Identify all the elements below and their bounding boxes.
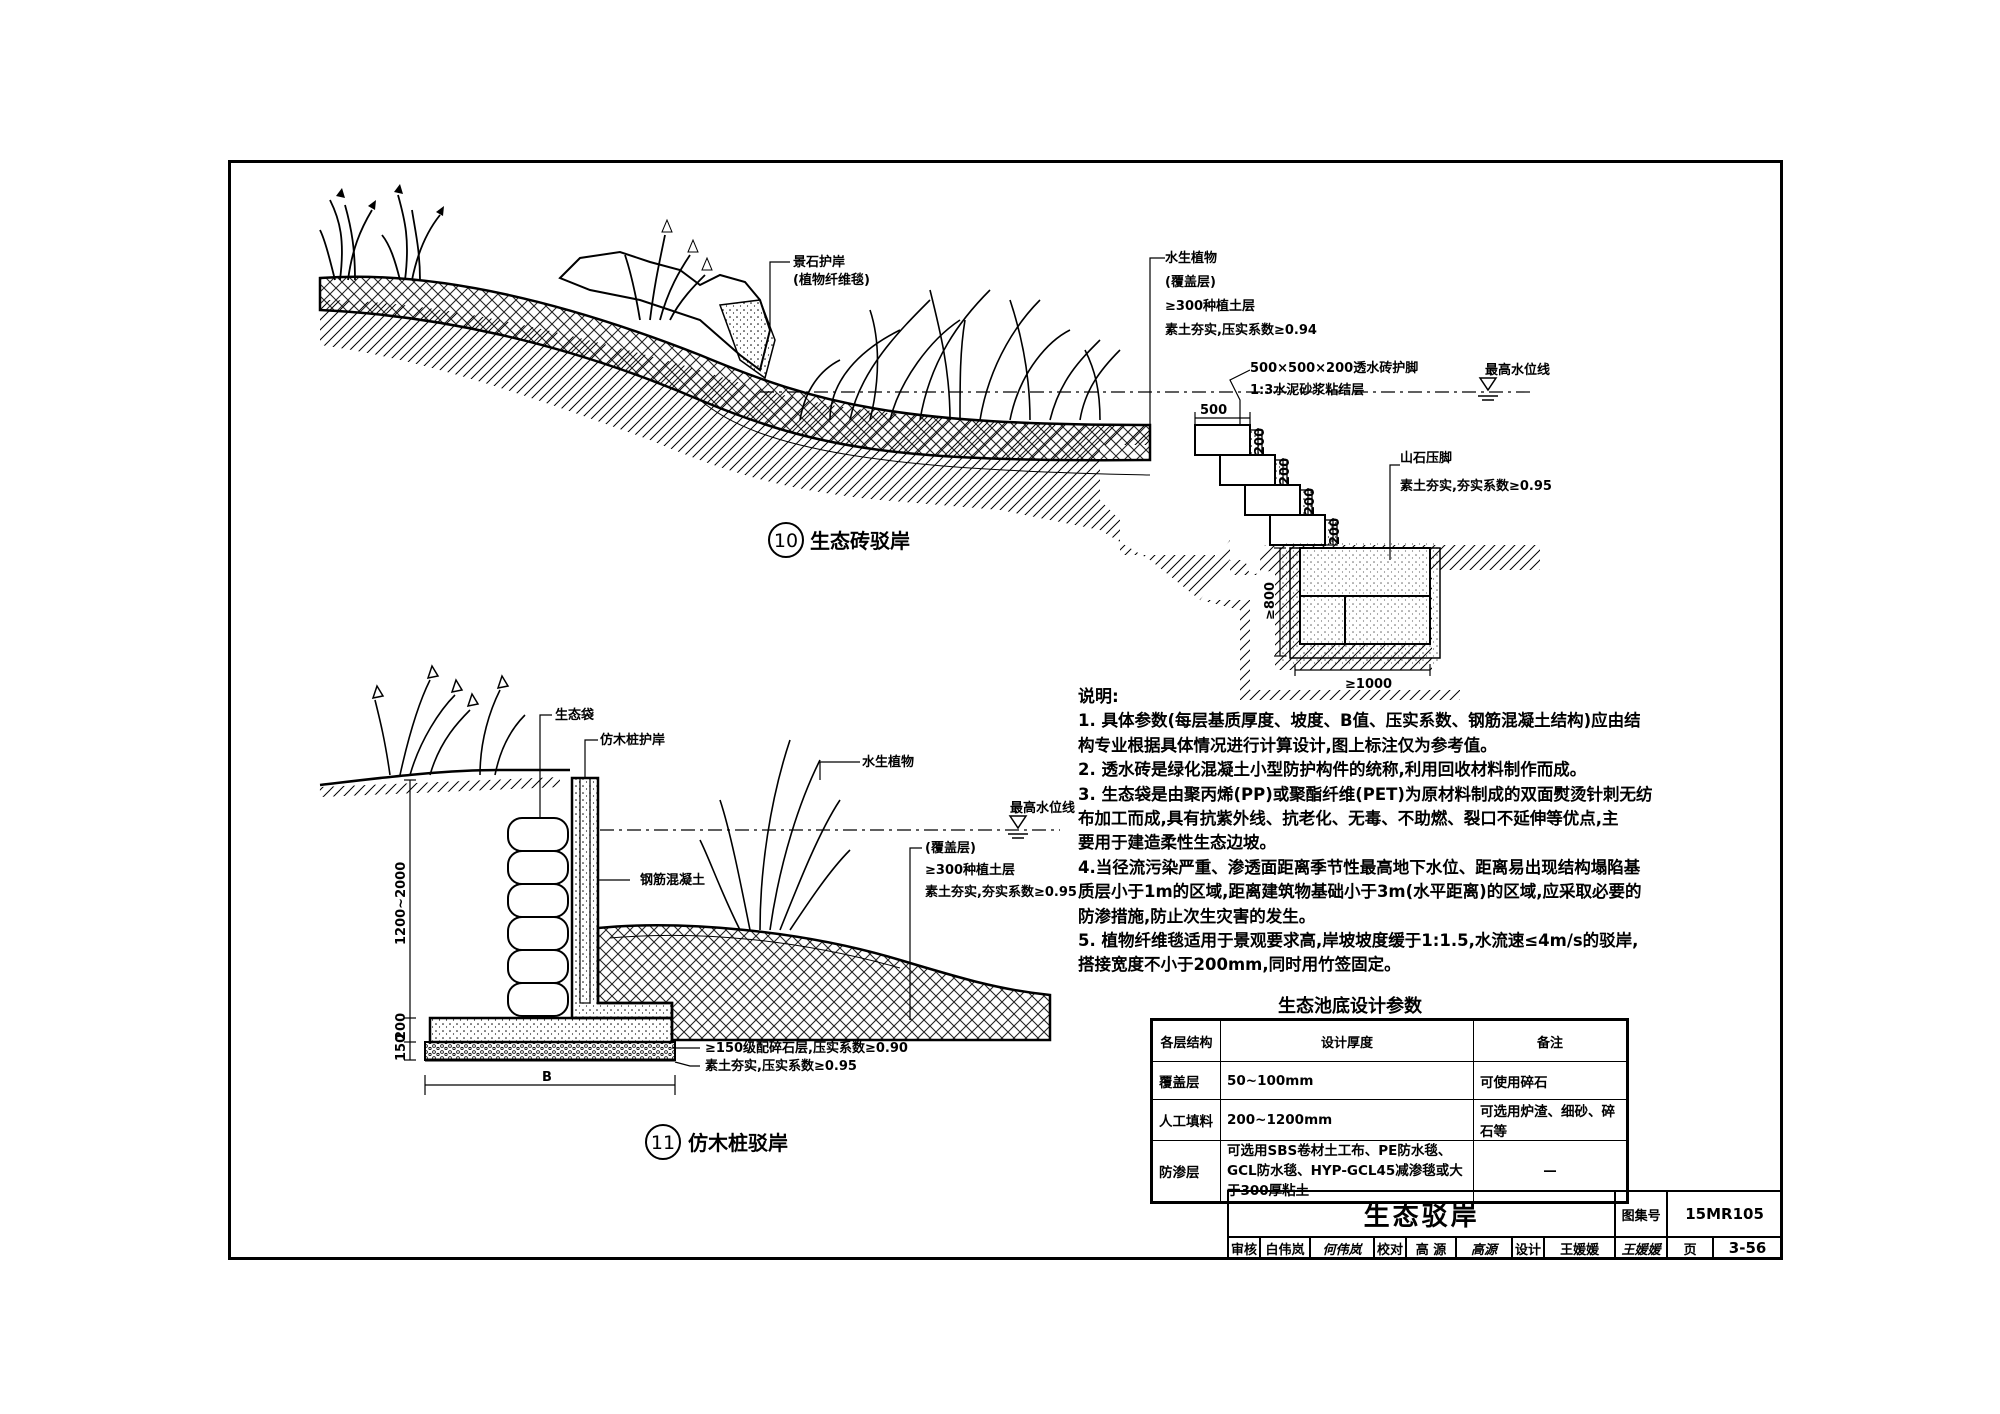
page-number: 3-56 [1712,1236,1783,1260]
detail-11-title: 仿木桩驳岸 [688,1131,788,1155]
cell: 防渗层 [1151,1140,1221,1203]
label-aquatic-plants-10: 水生植物 [1165,250,1217,266]
label-compaction2-10: 素土夯实,夯实系数≥0.95 [1400,478,1552,494]
dim-200-a: 200 [1253,428,1268,455]
table-row: 人工填料 200~1200mm 可选用炉渣、细砂、碎石等 [1151,1099,1628,1141]
dim-b-11: B [542,1070,552,1085]
atlas-label: 图集号 [1614,1190,1669,1238]
note-line: 布加工而成,具有抗紫外线、抗老化、无毒、不助燃、裂口不延伸等优点,主 [1078,809,1619,829]
note-line: 搭接宽度不小于200mm,同时用竹签固定。 [1078,955,1401,975]
label-eco-bag: 生态袋 [555,707,595,723]
detail-11-section: 1200~2000 200 150 B 生态袋 仿木桩护岸 水生植物 最高水位线… [319,664,1077,1160]
detail-10-title: 生态砖驳岸 [810,529,910,553]
cell: 可选用炉渣、细砂、碎石等 [1473,1099,1628,1141]
table-header-row: 各层结构 设计厚度 备注 [1151,1019,1628,1062]
checker-signature: 高源 [1455,1236,1513,1260]
cell: 覆盖层 [1151,1061,1221,1100]
review-label: 审核 [1227,1236,1261,1260]
cell: 50~100mm [1220,1061,1474,1100]
dim-500: 500 [1200,403,1227,418]
note-line: 3. 生态袋是由聚丙烯(PP)或聚酯纤维(PET)为原材料制成的双面熨烫针刺无纺 [1078,784,1653,804]
note-line: 1. 具体参数(每层基质厚度、坡度、B值、压实系数、钢筋混凝土结构)应由结 [1078,711,1641,731]
cell: 可使用碎石 [1473,1061,1628,1100]
note-line: 要用于建造柔性生态边坡。 [1078,833,1276,853]
reviewer: 白伟岚 [1259,1236,1311,1260]
params-title: 生态池底设计参数 [1278,996,1422,1017]
table-row: 覆盖层 50~100mm 可使用碎石 [1151,1061,1628,1100]
dim-200-b: 200 [1278,458,1293,485]
header-layer: 各层结构 [1151,1019,1221,1062]
dim-200-d: 200 [1328,518,1343,545]
cell: 200~1200mm [1220,1099,1474,1141]
label-gravel: ≥150级配碎石层,压实系数≥0.90 [705,1040,908,1056]
dim-150-11: 150 [394,1034,409,1061]
atlas-number: 15MR105 [1666,1190,1783,1238]
label-rock-toe: 山石压脚 [1400,450,1452,466]
page-label: 页 [1666,1236,1715,1260]
label-compaction-10: 素土夯实,压实系数≥0.94 [1165,322,1317,338]
label-cover-layer-10: (覆盖层) [1165,274,1216,290]
note-line: 4.当径流污染严重、渗透面距离季节性最高地下水位、距离易出现结构塌陷基 [1078,857,1641,877]
design-notes: 说明: 1. 具体参数(每层基质厚度、坡度、B值、压实系数、钢筋混凝土结构)应由… [1078,685,1718,978]
label-brick-foot: 500×500×200透水砖护脚 [1250,360,1418,376]
label-wood-pile: 仿木桩护岸 [600,732,665,748]
designer-signature: 王媛媛 [1614,1236,1669,1260]
label-planting-soil-10: ≥300种植土层 [1165,298,1255,314]
detail-11-number-circle [645,1124,681,1160]
dim-200-11: 200 [394,1013,409,1040]
label-compaction2-11: 素土夯实,压实系数≥0.95 [705,1058,857,1074]
dim-1000: ≥1000 [1345,677,1392,692]
detail-10-section: 500 200 200 200 200 ≥800 ≥1000 景石护岸 (植物纤… [318,184,1552,700]
label-concrete: 钢筋混凝土 [640,872,705,888]
note-line: 构专业根据具体情况进行计算设计,图上标注仅为参考值。 [1078,735,1497,755]
note-line: 5. 植物纤维毯适用于景观要求高,岸坡坡度缓于1:1.5,水流速≤4m/s的驳岸… [1078,931,1639,951]
note-line: 防渗措施,防止次生灾害的发生。 [1078,906,1316,926]
cell: 人工填料 [1151,1099,1221,1141]
high-water-symbol-11 [1008,815,1028,839]
notes-title: 说明: [1078,687,1119,707]
checker: 高 源 [1405,1236,1457,1260]
reviewer-signature: 何伟岚 [1309,1236,1375,1260]
note-line: 质层小于1m的区域,距离建筑物基础小于3m(水平距离)的区域,应采取必要的 [1078,882,1642,902]
detail-10-number-circle [768,522,804,558]
drawing-title: 生态驳岸 [1226,1190,1617,1238]
label-cover-layer-11: (覆盖层) [925,840,976,856]
design-label: 设计 [1511,1236,1545,1260]
label-planting-soil-11: ≥300种植土层 [925,862,1015,878]
drawing-frame [228,160,1783,1260]
params-table: 各层结构 设计厚度 备注 覆盖层 50~100mm 可使用碎石 人工填料 200… [1150,1018,1629,1204]
title-block: 生态驳岸 图集号 15MR105 审核 白伟岚 何伟岚 校对 高 源 高源 设计… [1226,1190,1783,1260]
dim-800: ≥800 [1263,582,1278,620]
detail-11-number: 11 [651,1132,675,1154]
check-label: 校对 [1373,1236,1407,1260]
header-remark: 备注 [1473,1019,1628,1062]
designer: 王媛媛 [1542,1236,1617,1260]
detail-10-number: 10 [774,530,798,552]
dim-height-11: 1200~2000 [394,862,409,945]
high-water-symbol-10 [1478,377,1498,401]
label-mortar: 1:3水泥砂浆粘结层 [1250,382,1364,398]
label-high-water-11: 最高水位线 [1010,800,1075,816]
label-aquatic-plants-11: 水生植物 [862,754,914,770]
label-fiber-blanket: (植物纤维毯) [793,272,870,288]
label-high-water-10: 最高水位线 [1485,362,1550,378]
note-line: 2. 透水砖是绿化混凝土小型防护构件的统称,利用回收材料制作而成。 [1078,760,1587,780]
label-rock-bank: 景石护岸 [793,254,845,270]
header-thickness: 设计厚度 [1220,1019,1474,1062]
dim-200-c: 200 [1303,488,1318,515]
label-compaction-11: 素土夯实,夯实系数≥0.95 [925,884,1077,900]
